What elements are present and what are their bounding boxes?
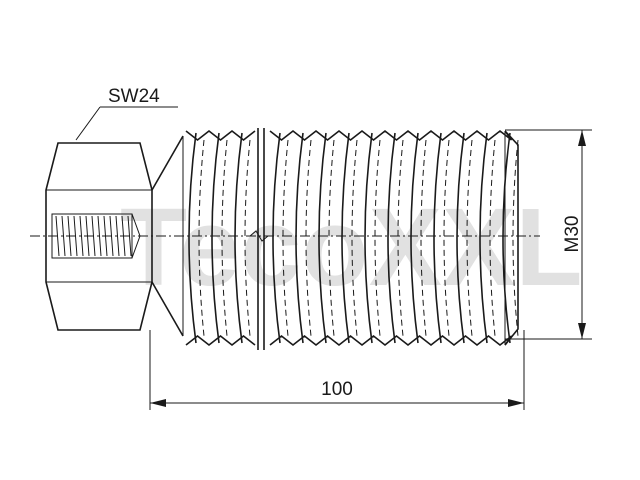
length-label: 100 — [321, 379, 353, 400]
break-mark — [249, 128, 269, 350]
wrench-size-label: SW24 — [108, 86, 160, 107]
threaded-body — [185, 129, 519, 347]
thread-size-label: M30 — [562, 216, 583, 253]
diameter-dimension — [505, 129, 592, 340]
internal-thread-hatch — [55, 215, 132, 257]
hex-nut — [45, 142, 153, 331]
sw24-leader — [75, 106, 178, 141]
length-dimension — [149, 330, 525, 410]
cone-transition — [151, 135, 184, 337]
